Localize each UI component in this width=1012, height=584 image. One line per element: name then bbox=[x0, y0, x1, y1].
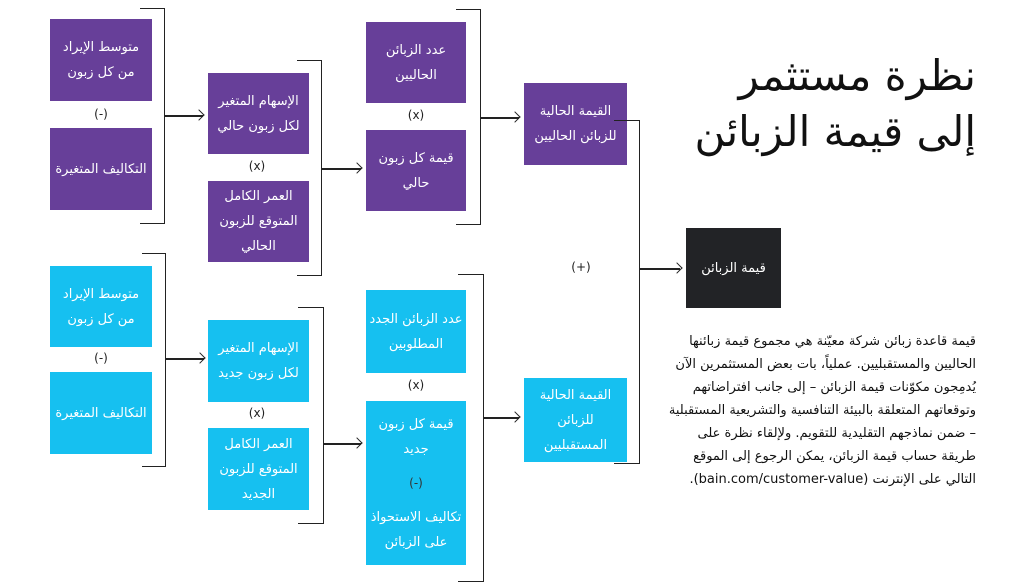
arrow bbox=[481, 117, 519, 119]
op-times: (x) bbox=[248, 159, 266, 173]
op-plus: (+) bbox=[571, 260, 591, 274]
arrow-head bbox=[351, 162, 363, 174]
current-lifetime-box: العمر الكامل المتوقع للزبون الحالي bbox=[208, 181, 309, 262]
arrow-head bbox=[193, 109, 205, 121]
bracket bbox=[456, 9, 481, 225]
bracket bbox=[297, 60, 322, 276]
op-minus: (-) bbox=[409, 475, 423, 490]
arrow bbox=[484, 417, 519, 419]
arrow bbox=[640, 268, 680, 270]
future-present-value-box: القيمة الحالية للزبائن المستقبليين bbox=[524, 378, 627, 462]
current-value-per-box: قيمة كل زبون حالي bbox=[366, 130, 466, 211]
bracket bbox=[458, 274, 484, 582]
arrow-head bbox=[194, 352, 206, 364]
arrow bbox=[166, 358, 204, 360]
arrow bbox=[165, 115, 203, 117]
title-line2: إلى قيمة الزبائن bbox=[694, 107, 976, 156]
current-present-value-box: القيمة الحالية للزبائن الحاليين bbox=[524, 83, 627, 165]
arrow bbox=[324, 443, 361, 445]
bracket bbox=[140, 8, 165, 224]
bracket bbox=[614, 120, 640, 464]
future-acquisition: تكاليف الاستحواذ على الزبائن bbox=[370, 509, 462, 550]
future-variable-costs-box: التكاليف المتغيرة bbox=[50, 372, 152, 454]
op-times: (x) bbox=[407, 108, 425, 122]
op-times: (x) bbox=[248, 406, 266, 420]
op-minus: (-) bbox=[94, 351, 108, 365]
title: نظرة مستثمر إلى قيمة الزبائن bbox=[680, 48, 976, 160]
future-value-per-box: قيمة كل زبون جديد (-) تكاليف الاستحواذ ع… bbox=[366, 401, 466, 565]
future-contribution-box: الإسهام المتغير لكل زبون جديد bbox=[208, 320, 309, 402]
future-avg-revenue-box: متوسط الإيراد من كل زبون bbox=[50, 266, 152, 347]
future-value-per: قيمة كل زبون جديد bbox=[378, 416, 454, 457]
current-variable-costs-box: التكاليف المتغيرة bbox=[50, 128, 152, 210]
arrow-head bbox=[509, 111, 521, 123]
bracket bbox=[142, 253, 166, 467]
title-line1: نظرة مستثمر bbox=[738, 51, 976, 100]
op-minus: (-) bbox=[94, 107, 108, 121]
current-avg-revenue-box: متوسط الإيراد من كل زبون bbox=[50, 19, 152, 101]
arrow-head bbox=[671, 262, 683, 274]
future-lifetime-box: العمر الكامل المتوقع للزبون الجديد bbox=[208, 428, 309, 510]
total-value-box: قيمة الزبائن bbox=[686, 228, 781, 308]
current-count-box: عدد الزبائن الحاليين bbox=[366, 22, 466, 103]
description: قيمة قاعدة زبائن شركة معيّنة هي مجموع قي… bbox=[668, 334, 976, 487]
arrow-head bbox=[351, 437, 363, 449]
arrow bbox=[322, 168, 361, 170]
op-times: (x) bbox=[407, 378, 425, 392]
future-count-box: عدد الزبائن الجدد المطلوبين bbox=[366, 290, 466, 373]
arrow-head bbox=[509, 411, 521, 423]
current-contribution-box: الإسهام المتغير لكل زبون حالي bbox=[208, 73, 309, 154]
bracket bbox=[298, 307, 324, 524]
